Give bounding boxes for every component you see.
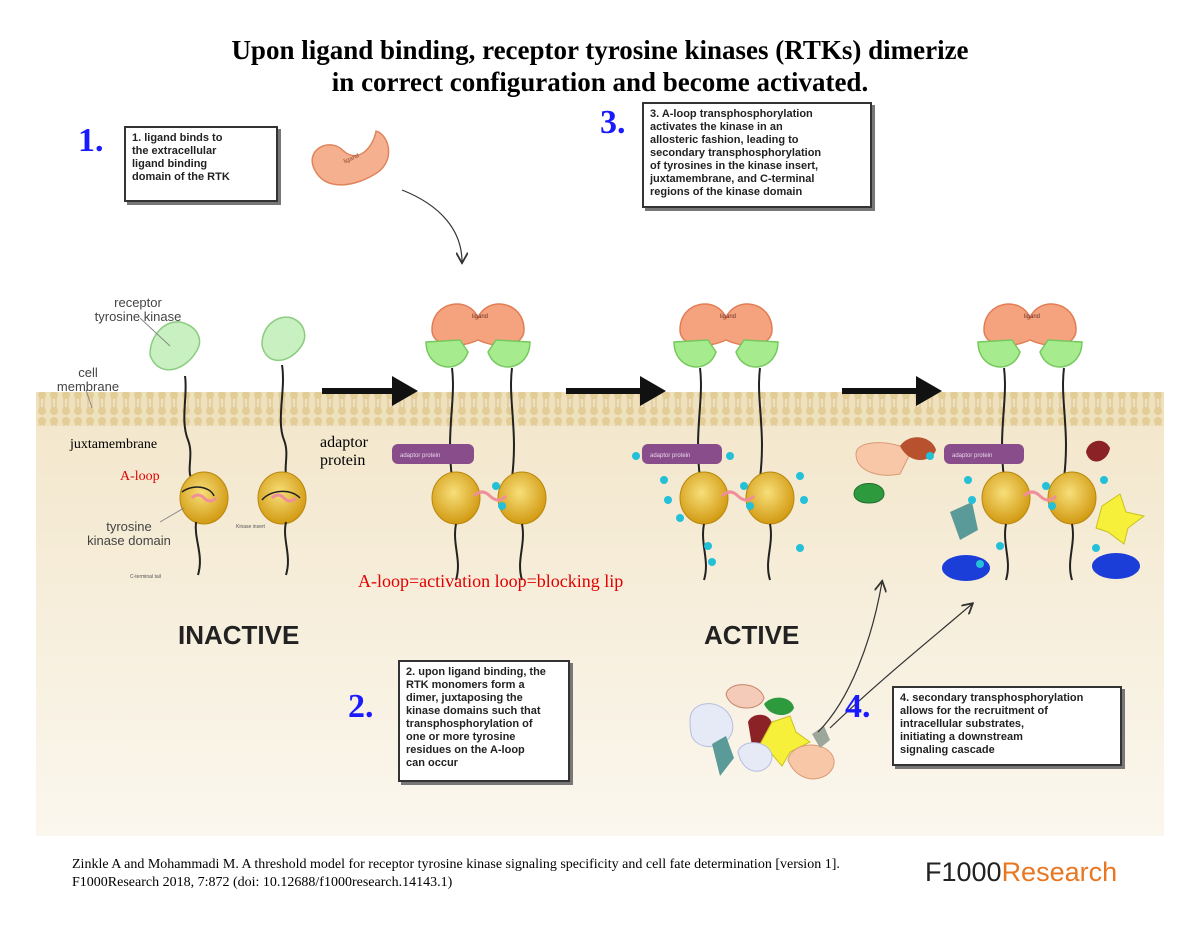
logo-part-2: Research bbox=[1001, 857, 1118, 887]
substrate-yellow bbox=[1095, 493, 1146, 545]
step-number-3: 3. bbox=[600, 104, 626, 141]
f1000research-logo: F1000Research bbox=[925, 857, 1117, 888]
active-state-label: ACTIVE bbox=[704, 620, 800, 650]
title-line-1: Upon ligand binding, receptor tyrosine k… bbox=[231, 35, 969, 65]
a-loop-definition: A-loop=activation loop=blocking lip bbox=[358, 571, 624, 591]
adaptor-protein-label-3: adaptor protein bbox=[650, 453, 690, 459]
ligand-label-4: ligand bbox=[1024, 314, 1040, 320]
step-2-box: 2. upon ligand binding, the RTK monomers… bbox=[398, 660, 570, 782]
substrate-green bbox=[853, 483, 885, 504]
step-number-4: 4. bbox=[845, 688, 871, 725]
step-number-1: 1. bbox=[78, 122, 104, 159]
kinase-insert-label: Kinase insert bbox=[236, 524, 266, 530]
transition-arrow-1 bbox=[322, 376, 418, 406]
ligand-label-2: ligand bbox=[472, 314, 488, 320]
transition-arrow-2 bbox=[566, 376, 666, 406]
title-line-2: in correct configuration and become acti… bbox=[331, 67, 869, 97]
step-1-box: 1. ligand binds to the extracellular lig… bbox=[124, 126, 278, 202]
dimer-panel-2: ligand adaptor protein bbox=[392, 303, 547, 581]
recruitment-arrow-2 bbox=[829, 604, 972, 729]
kinase-pointer bbox=[159, 507, 185, 523]
phospho-tyrosines-3 bbox=[632, 452, 808, 566]
free-ligand: ligand bbox=[311, 130, 390, 186]
tyrosine-kinase-domain-label: tyrosine kinase domain bbox=[87, 519, 171, 548]
substrate-darkred bbox=[1086, 440, 1110, 462]
receptor-label: receptor tyrosine kinase bbox=[94, 295, 182, 324]
a-loop-label: A-loop bbox=[120, 469, 160, 484]
phospho-tyrosines-4 bbox=[926, 452, 1108, 568]
citation: Zinkle A and Mohammadi M. A threshold mo… bbox=[72, 857, 840, 890]
dimer-panel-4: ligand adaptor protein bbox=[853, 303, 1146, 581]
inactive-state-label: INACTIVE bbox=[178, 620, 300, 650]
transition-arrow-3 bbox=[842, 376, 942, 406]
adaptor-protein-label-2: adaptor protein bbox=[400, 453, 440, 459]
substrate-blue-1 bbox=[942, 555, 990, 581]
ligand-arrow bbox=[401, 189, 462, 262]
step-number-2: 2. bbox=[348, 688, 374, 725]
cell-membrane-label: cell membrane bbox=[56, 365, 120, 394]
step-3-box: 3. A-loop transphosphorylation activates… bbox=[642, 102, 872, 208]
inactive-monomer-2 bbox=[257, 316, 307, 576]
juxtamembrane-label: juxtamembrane bbox=[70, 437, 158, 452]
inactive-monomer-1 bbox=[149, 321, 229, 576]
dimer-panel-3: ligand adaptor protein bbox=[632, 303, 808, 581]
adaptor-protein-label-4: adaptor protein bbox=[952, 453, 992, 459]
figure-title: Upon ligand binding, receptor tyrosine k… bbox=[0, 34, 1200, 98]
substrate-teal bbox=[950, 502, 978, 540]
ligand-label-3: ligand bbox=[720, 314, 736, 320]
membrane-pointer bbox=[85, 389, 93, 409]
c-terminal-tail-label: C-terminal tail bbox=[130, 574, 161, 580]
step-4-box: 4. secondary transphosphorylation allows… bbox=[892, 686, 1122, 766]
substrate-pool bbox=[689, 684, 835, 780]
substrate-blue-2 bbox=[1092, 553, 1140, 579]
receptor-pointer bbox=[139, 317, 171, 347]
adaptor-protein-label: adaptor protein bbox=[320, 434, 368, 469]
cell-membrane bbox=[36, 392, 1164, 426]
recruitment-arrow-1 bbox=[817, 582, 882, 733]
logo-part-1: F1000 bbox=[925, 857, 1002, 887]
